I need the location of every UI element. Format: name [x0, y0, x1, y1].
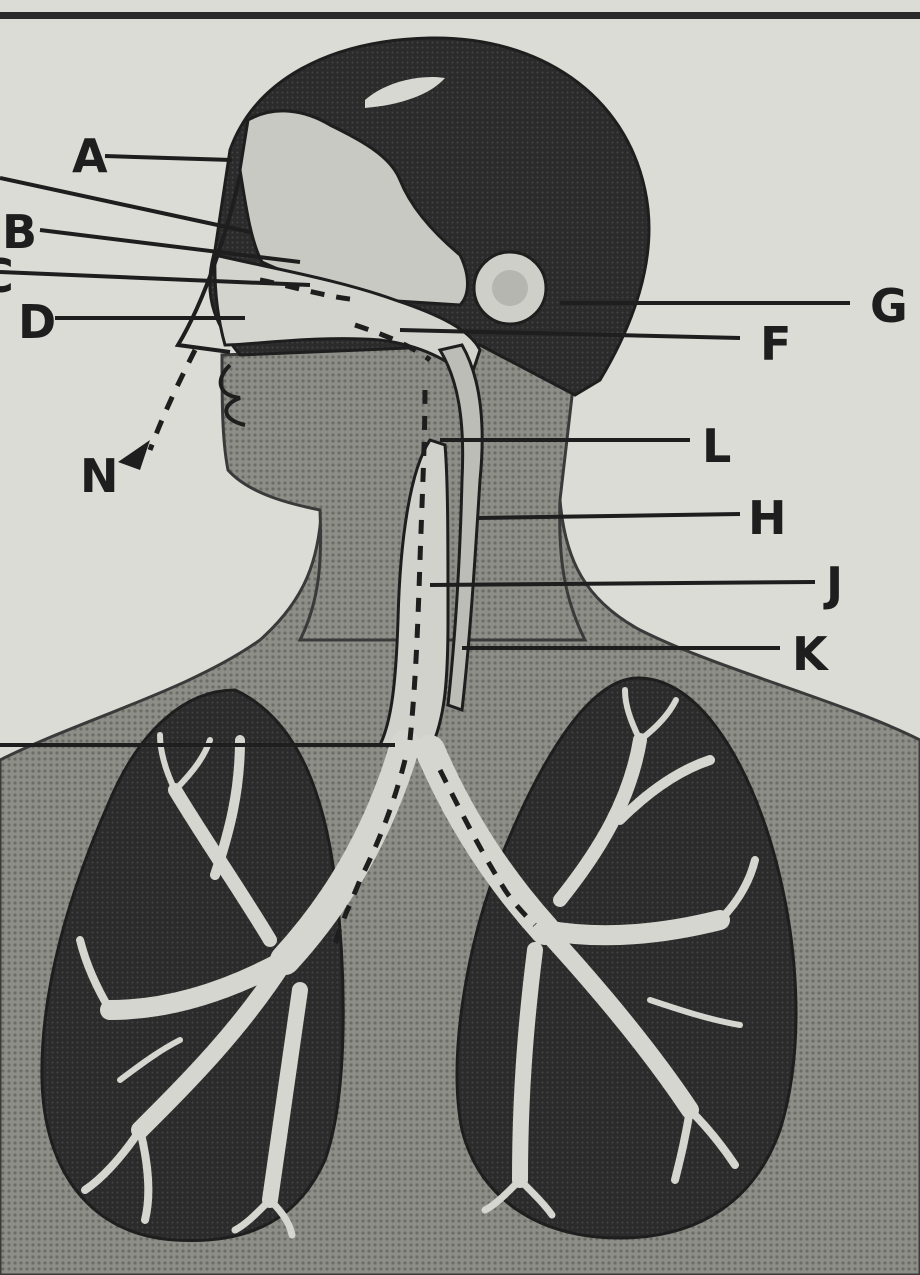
label-h: H: [748, 491, 787, 545]
label-f: F: [760, 317, 791, 371]
label-i-edge: I: [0, 153, 3, 207]
label-d: D: [18, 295, 56, 349]
label-k: K: [792, 627, 830, 681]
label-g: G: [870, 279, 908, 333]
label-a: A: [72, 129, 108, 183]
label-l: L: [702, 419, 731, 473]
label-j: J: [823, 557, 843, 611]
top-rule: [0, 12, 920, 19]
label-c-edge: C: [0, 249, 14, 303]
ear-inner: [492, 270, 528, 306]
label-n: N: [80, 449, 119, 503]
